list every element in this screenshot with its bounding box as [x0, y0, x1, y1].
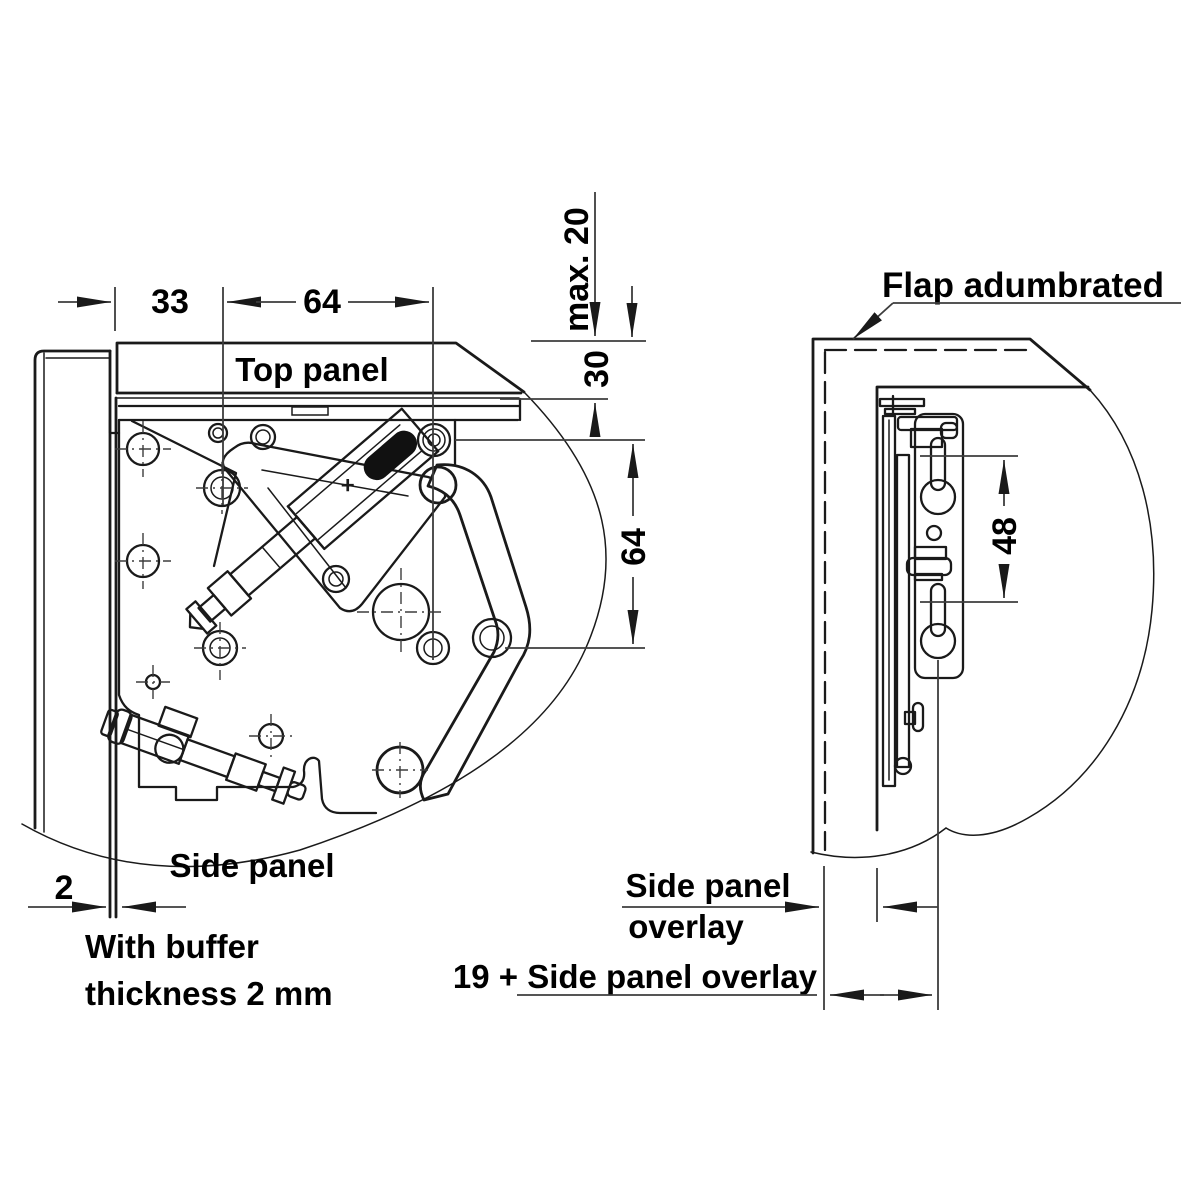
- top-panel-label: Top panel: [235, 351, 388, 388]
- pilot-hole: [925, 524, 943, 542]
- dim-33: 33: [58, 283, 189, 331]
- screw-hole: [207, 422, 229, 444]
- flap-phantom-line: [823, 348, 1030, 852]
- screw-hole: [321, 564, 351, 594]
- dim-19-plus-overlay: 19 + Side panel overlay: [453, 958, 932, 1001]
- top-bracket: [896, 415, 959, 449]
- buffer-note-line1: With buffer: [85, 928, 259, 965]
- screw-hole: [194, 622, 246, 680]
- mechanism-rail: [108, 397, 522, 435]
- side-view: Flap adumbrated 48 Side panel overlay 19…: [453, 266, 1181, 1010]
- svg-text:64: 64: [615, 528, 653, 566]
- svg-text:2: 2: [55, 869, 74, 907]
- buffer-note: With buffer thickness 2 mm: [85, 928, 333, 1012]
- break-line: [810, 827, 947, 859]
- screw-hole: [249, 714, 293, 758]
- arm-elbow-pivot: [471, 617, 513, 659]
- flap-swing-arc-side: [945, 389, 1155, 836]
- screw-hole: [115, 421, 171, 477]
- cabinet-side-panel: [875, 385, 1090, 832]
- flap-adumbrated-callout: Flap adumbrated: [852, 266, 1181, 340]
- arm-upper-pivot: [418, 465, 458, 505]
- latch-lever: [100, 705, 307, 805]
- flap-swing-arc: [21, 391, 607, 868]
- damper-adjust-mark: +: [341, 471, 355, 498]
- flap-label: Flap adumbrated: [882, 266, 1164, 305]
- flap-panel: [33, 349, 112, 919]
- dim-max-20: max. 20: [558, 192, 601, 336]
- screw-hole: [357, 568, 445, 656]
- overlay-label-line1: Side panel: [625, 867, 790, 904]
- dim-side-panel-overlay: Side panel overlay: [622, 867, 938, 945]
- keyhole-slot: [919, 582, 957, 660]
- top-panel: Top panel: [115, 341, 526, 399]
- svg-text:max. 20: max. 20: [558, 207, 596, 332]
- screw-hole: [416, 422, 452, 458]
- svg-text:33: 33: [151, 283, 189, 321]
- damper-unit: +: [185, 407, 440, 635]
- screw-holes: [115, 421, 452, 798]
- screw-hole: [136, 665, 170, 699]
- svg-text:64: 64: [303, 283, 341, 321]
- release-knob: [903, 701, 925, 733]
- damper-adjuster-pill: [363, 430, 418, 481]
- mounting-plate-assembly: [878, 394, 965, 788]
- screw-hole: [115, 533, 171, 589]
- screw-hole: [196, 462, 248, 514]
- buffer-note-line2: thickness 2 mm: [85, 975, 333, 1012]
- dim-48: 48: [920, 455, 1024, 603]
- side-panel-label: Side panel: [169, 847, 334, 884]
- formula-label: 19 + Side panel overlay: [453, 958, 818, 995]
- dim-2-buffer: 2: [28, 869, 186, 913]
- dim-30: 30: [500, 286, 646, 437]
- keyhole-slot: [919, 436, 957, 516]
- overlay-label-line2: overlay: [628, 908, 744, 945]
- dim-64-vertical: 64: [455, 439, 653, 649]
- front-view: Top panel +: [21, 192, 653, 1012]
- dim-64-horizontal: 64: [222, 283, 434, 660]
- flap-outline: [811, 337, 1092, 855]
- mid-bracket: [905, 545, 953, 582]
- svg-text:48: 48: [986, 517, 1024, 555]
- screw-hole: [249, 423, 277, 451]
- svg-text:30: 30: [578, 350, 616, 388]
